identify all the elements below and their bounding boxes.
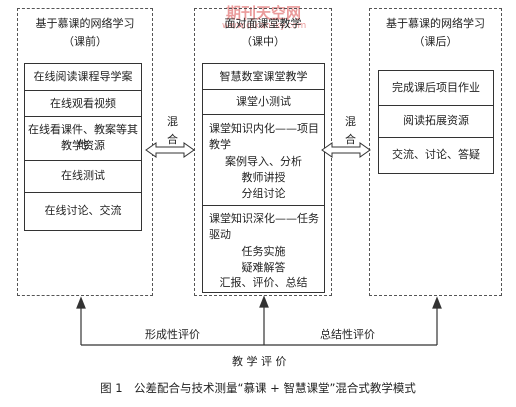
eval-arrowhead-pre <box>76 296 86 309</box>
pre-item-courseware-2: 教学资源 <box>61 139 105 152</box>
mix-label-right-2: 合 <box>345 133 356 146</box>
mix-label-right-1: 混 <box>345 115 356 128</box>
in-item-quiz: 课堂小测试 <box>236 95 291 108</box>
post-class-panel <box>369 8 502 296</box>
formative-eval-label: 形成性评价 <box>145 328 200 341</box>
figure-caption: 图 1 公差配合与技术测量“慕课 + 智慧课堂”混合式教学模式 <box>100 381 416 395</box>
internalize-heading-1: 课堂知识内化——项目 <box>209 122 319 135</box>
in-class-activity-box: 智慧数室课堂教学 课堂小测试 课堂知识内化——项目 教学 案例导入、分析 教师讲… <box>202 63 325 293</box>
pre-class-title: 基于慕课的网络学习 <box>35 17 135 30</box>
post-class-subtitle: （课后） <box>413 35 458 48</box>
deepen-heading-2: 驱动 <box>209 228 231 241</box>
internalize-heading-2: 教学 <box>209 138 231 151</box>
divider <box>379 137 493 138</box>
in-item-smart-classroom: 智慧数室课堂教学 <box>219 70 308 83</box>
divider <box>25 192 141 193</box>
deepen-task: 任务实施 <box>241 245 286 258</box>
teaching-eval-label: 教 学 评 价 <box>232 355 287 368</box>
deepen-qa: 疑难解答 <box>241 261 286 274</box>
summative-eval-label: 总结性评价 <box>320 328 375 341</box>
divider <box>203 114 324 115</box>
mix-arrow-right <box>321 142 371 158</box>
internalize-lecture: 教师讲授 <box>241 171 286 184</box>
eval-arrowhead-in <box>259 295 269 308</box>
divider <box>203 205 324 206</box>
divider <box>25 116 141 117</box>
deepen-report: 汇报、评价、总结 <box>219 276 308 289</box>
post-item-homework: 完成课后项目作业 <box>392 81 480 94</box>
divider <box>203 89 324 90</box>
eval-arrowhead-post <box>432 296 442 309</box>
in-class-subtitle: （课中） <box>241 35 285 48</box>
pre-class-activity-box: 在线阅读课程导学案 在线观看视频 在线看课件、教案等其他 教学资源 在线测试 在… <box>24 63 142 231</box>
divider <box>379 105 493 106</box>
deepen-heading-1: 课堂知识深化——任务 <box>209 212 319 225</box>
post-item-discuss: 交流、讨论、答疑 <box>392 148 480 161</box>
in-class-title: 面对面课堂教学 <box>224 17 302 30</box>
divider <box>25 160 141 161</box>
post-class-activity-box: 完成课后项目作业 阅读拓展资源 交流、讨论、答疑 <box>378 70 494 174</box>
pre-item-video: 在线观看视频 <box>50 97 116 110</box>
mix-label-left-1: 混 <box>167 115 178 128</box>
pre-item-guide: 在线阅读课程导学案 <box>33 70 133 83</box>
post-item-reading: 阅读拓展资源 <box>403 114 469 127</box>
divider <box>25 90 141 91</box>
pre-item-discuss: 在线讨论、交流 <box>44 204 122 217</box>
mix-label-left-2: 合 <box>167 133 178 146</box>
post-class-title: 基于慕课的网络学习 <box>386 17 485 30</box>
pre-class-subtitle: （课前） <box>63 35 107 48</box>
watermark-url: www.qikansky.com <box>222 21 307 31</box>
internalize-group: 分组讨论 <box>241 187 286 200</box>
pre-item-courseware-1: 在线看课件、教案等其他 <box>28 123 138 151</box>
pre-item-test: 在线测试 <box>61 169 105 182</box>
mix-arrow-left <box>145 142 195 158</box>
internalize-case: 案例导入、分析 <box>225 155 302 168</box>
